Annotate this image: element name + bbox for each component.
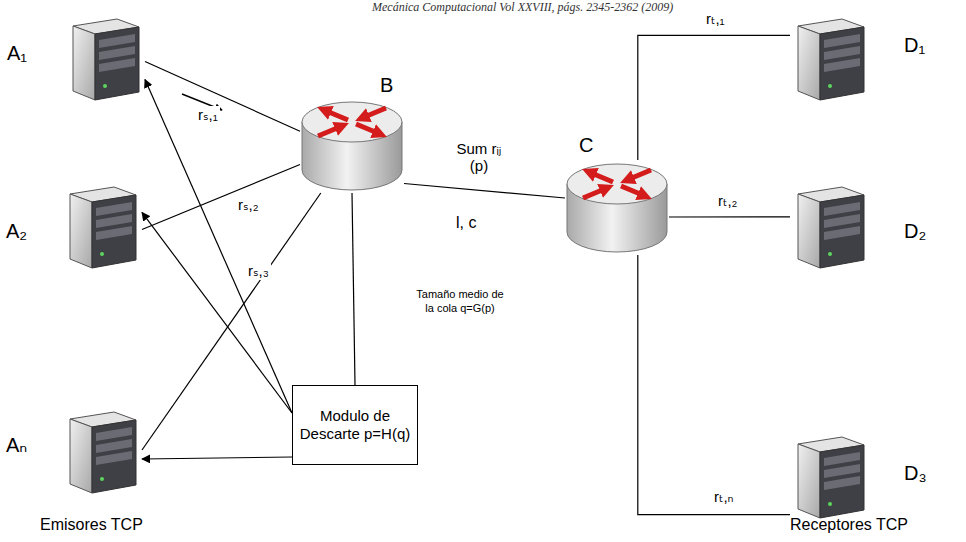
rate-label: rₜ,₁ <box>704 10 727 28</box>
receiver-server: D₂ <box>790 180 870 270</box>
server-icon <box>65 12 145 102</box>
rate-label: rₛ,₁ <box>196 106 220 124</box>
page-header: Mecánica Computacional Vol XXVIII, págs.… <box>372 0 673 15</box>
server-icon <box>790 430 870 520</box>
sender-server: Aₙ <box>62 405 142 495</box>
link-line <box>142 212 292 413</box>
link-line <box>352 193 355 385</box>
module-text: Modulo de Descarte p=H(q) <box>293 401 417 449</box>
router-icon <box>300 98 404 193</box>
node-name: D₂ <box>904 220 926 243</box>
server-icon <box>62 405 142 495</box>
group-label: Emisores TCP <box>40 516 143 534</box>
link-line <box>142 457 292 459</box>
rate-label: rₜ,₂ <box>716 192 739 210</box>
sender-server: A₂ <box>62 180 142 270</box>
link-line <box>145 62 300 132</box>
drop-module-box: Modulo de Descarte p=H(q) <box>292 385 418 465</box>
node-name: A₂ <box>6 220 27 243</box>
node-name: D₁ <box>904 34 925 57</box>
router: B <box>300 98 404 193</box>
node-name: Aₙ <box>6 433 27 457</box>
link-parameters: l, c <box>456 214 476 232</box>
router-icon <box>565 160 669 255</box>
rate-label: rₜ,ₙ <box>712 488 736 506</box>
link-line <box>638 255 790 515</box>
node-name: D₃ <box>904 462 927 485</box>
node-name: A₁ <box>7 42 27 65</box>
server-icon <box>62 180 142 270</box>
rate-label: rₛ,₃ <box>246 262 271 280</box>
receiver-server: D₃ <box>790 430 870 520</box>
queue-note: Tamaño medio de la cola q=G(p) <box>412 288 508 316</box>
link-line <box>669 216 790 217</box>
router: C <box>565 160 669 255</box>
node-name: C <box>579 134 593 157</box>
rate-label: Sum rᵢⱼ (p) <box>445 140 513 175</box>
link-line <box>638 35 790 160</box>
server-icon <box>790 12 870 102</box>
receiver-server: D₁ <box>790 12 870 102</box>
group-label: Receptores TCP <box>790 516 908 534</box>
link-line <box>142 165 300 230</box>
link-line <box>404 184 565 199</box>
server-icon <box>790 180 870 270</box>
rate-label: rₛ,₂ <box>236 196 261 214</box>
sender-server: A₁ <box>65 12 145 102</box>
node-name: B <box>380 74 393 97</box>
